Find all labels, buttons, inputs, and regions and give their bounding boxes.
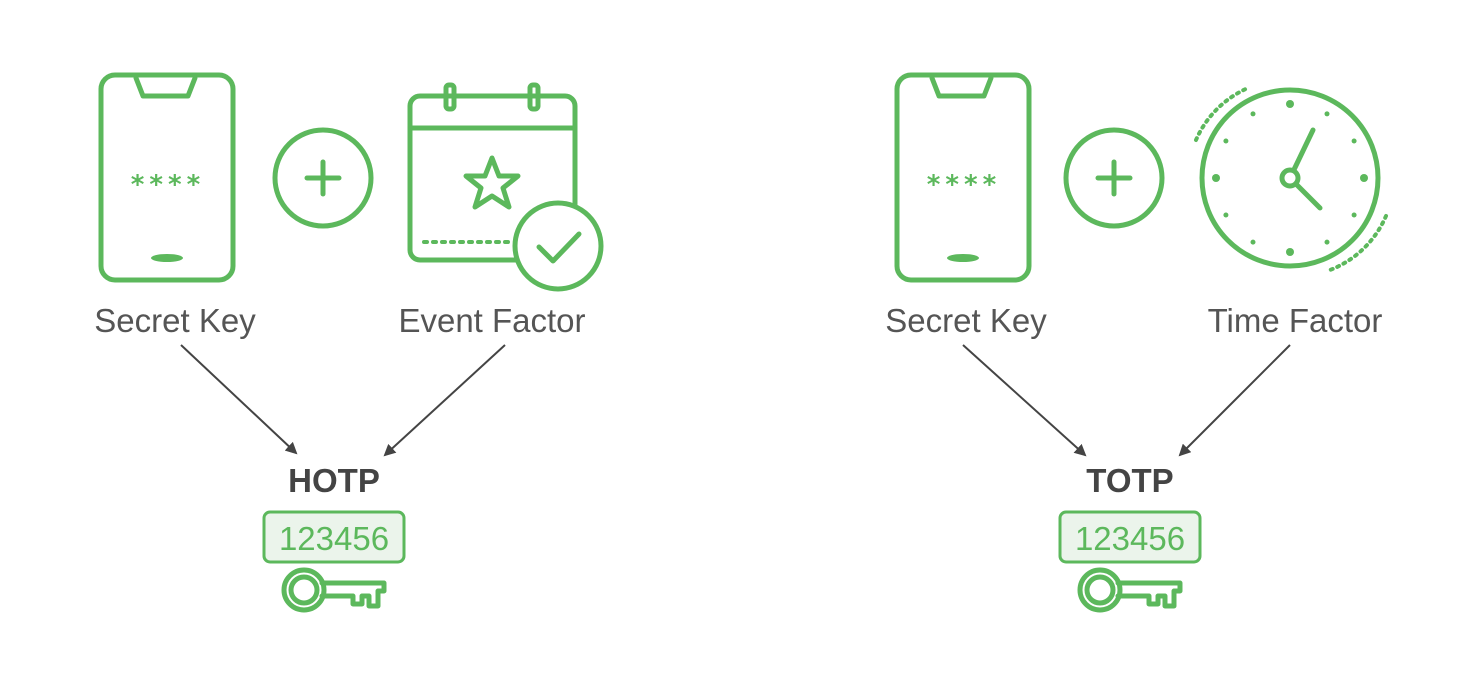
- clock-tick: [1250, 111, 1256, 117]
- smartphone-icon: ****: [98, 72, 236, 283]
- totp-code-box: 123456: [1058, 510, 1202, 564]
- clock-tick: [1250, 239, 1256, 245]
- pin-mask: ****: [130, 170, 205, 200]
- totp-arrow-right: [1178, 344, 1291, 457]
- pin-mask: ****: [926, 170, 1001, 200]
- hotp-title: HOTP: [288, 462, 380, 499]
- totp-time-factor-label: Time Factor: [1208, 302, 1383, 339]
- hotp-event-factor-label: Event Factor: [398, 302, 585, 339]
- clock-icon: [1194, 86, 1388, 272]
- hotp-arrow-right: [383, 344, 506, 457]
- clock-tick: [1351, 212, 1357, 218]
- clock-tick: [1223, 212, 1229, 218]
- hotp-group: **** Secret Key Event Factor HOTP 1: [94, 72, 604, 613]
- plus-icon: [272, 127, 374, 229]
- clock-tick: [1324, 111, 1330, 117]
- clock-tick: [1324, 239, 1330, 245]
- totp-title: TOTP: [1086, 462, 1173, 499]
- totp-arrow-left: [962, 344, 1087, 457]
- key-icon: [1077, 567, 1183, 613]
- hotp-code-box: 123456: [262, 510, 406, 564]
- hotp-arrow-left: [180, 344, 298, 455]
- key-icon: [281, 567, 387, 613]
- clock-tick: [1351, 138, 1357, 144]
- plus-icon: [1063, 127, 1165, 229]
- totp-group: **** Secret Key Time Factor TOTP: [885, 72, 1388, 613]
- clock-tick: [1223, 138, 1229, 144]
- smartphone-icon: ****: [894, 72, 1032, 283]
- totp-secret-key-label: Secret Key: [885, 302, 1047, 339]
- hotp-secret-key-label: Secret Key: [94, 302, 256, 339]
- hotp-code: 123456: [279, 520, 389, 557]
- calendar-star-check-icon: [407, 82, 604, 292]
- totp-code: 123456: [1075, 520, 1185, 557]
